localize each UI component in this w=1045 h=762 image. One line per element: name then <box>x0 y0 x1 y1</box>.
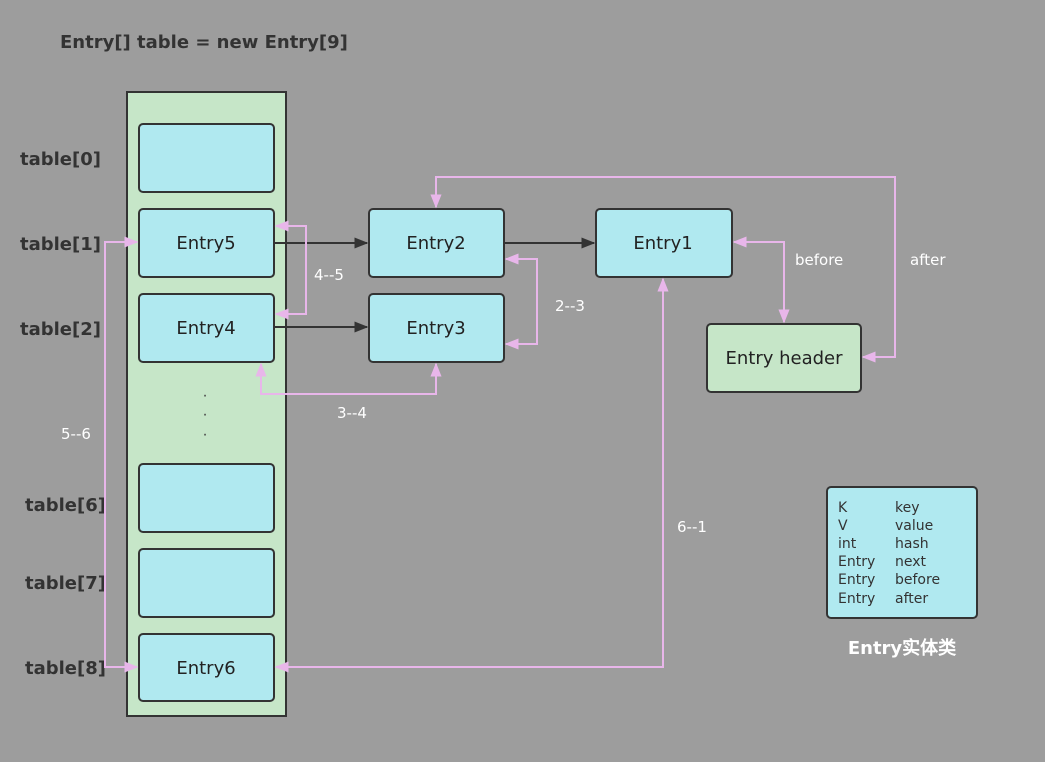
legend-field-5: after <box>895 591 928 607</box>
table-label-1: table[1] <box>20 234 101 255</box>
legend-field-1: value <box>895 518 933 534</box>
entry3-label: Entry3 <box>406 318 465 339</box>
ellipsis-dot-3: · <box>202 426 207 443</box>
table-label-0: table[0] <box>20 149 101 170</box>
legend-type-4: Entry <box>838 572 875 588</box>
link-label-3-4: 3--4 <box>337 404 367 422</box>
entry6-label: Entry6 <box>176 658 235 679</box>
entry4-label: Entry4 <box>176 318 235 339</box>
legend-type-3: Entry <box>838 554 875 570</box>
node-entry3: Entry3 <box>368 293 505 363</box>
link-after <box>430 176 896 363</box>
node-entry2: Entry2 <box>368 208 505 278</box>
link-6-1 <box>274 277 669 673</box>
link-label-5-6: 5--6 <box>61 425 91 443</box>
link-5-6 <box>104 236 139 673</box>
table-label-6: table[6] <box>25 495 106 516</box>
legend-box: K key V value int hash Entry next Entry … <box>826 486 978 619</box>
link-label-4-5: 4--5 <box>314 266 344 284</box>
legend-type-5: Entry <box>838 591 875 607</box>
table-slot-2: Entry4 <box>138 293 275 363</box>
entry2-label: Entry2 <box>406 233 465 254</box>
legend-field-4: before <box>895 572 940 588</box>
table-label-8: table[8] <box>25 658 106 679</box>
link-label-2-3: 2--3 <box>555 297 585 315</box>
table-slot-6 <box>138 463 275 533</box>
table-slot-1: Entry5 <box>138 208 275 278</box>
entry1-label: Entry1 <box>633 233 692 254</box>
entry5-label: Entry5 <box>176 233 235 254</box>
legend-type-1: V <box>838 518 848 534</box>
legend-caption: Entry实体类 <box>848 637 957 659</box>
link-label-6-1: 6--1 <box>677 518 707 536</box>
legend-field-3: next <box>895 554 927 570</box>
legend-field-0: key <box>895 500 920 516</box>
ellipsis-dot-1: · <box>202 387 207 404</box>
entry-header-label: Entry header <box>725 348 843 369</box>
link-label-after: after <box>910 251 946 269</box>
node-entry1: Entry1 <box>595 208 733 278</box>
table-slot-7 <box>138 548 275 618</box>
link-3-4 <box>255 362 442 395</box>
link-2-3 <box>504 253 538 350</box>
table-label-2: table[2] <box>20 319 101 340</box>
link-label-before: before <box>795 251 843 269</box>
table-slot-8: Entry6 <box>138 633 275 702</box>
legend-type-0: K <box>838 500 848 516</box>
table-slot-0 <box>138 123 275 193</box>
ellipsis-dot-2: · <box>202 406 207 423</box>
link-before <box>732 236 790 324</box>
legend-field-2: hash <box>895 536 929 552</box>
legend-type-2: int <box>838 536 857 552</box>
node-entry-header: Entry header <box>706 323 862 393</box>
diagram-title: Entry[] table = new Entry[9] <box>60 32 348 53</box>
table-label-7: table[7] <box>25 573 106 594</box>
